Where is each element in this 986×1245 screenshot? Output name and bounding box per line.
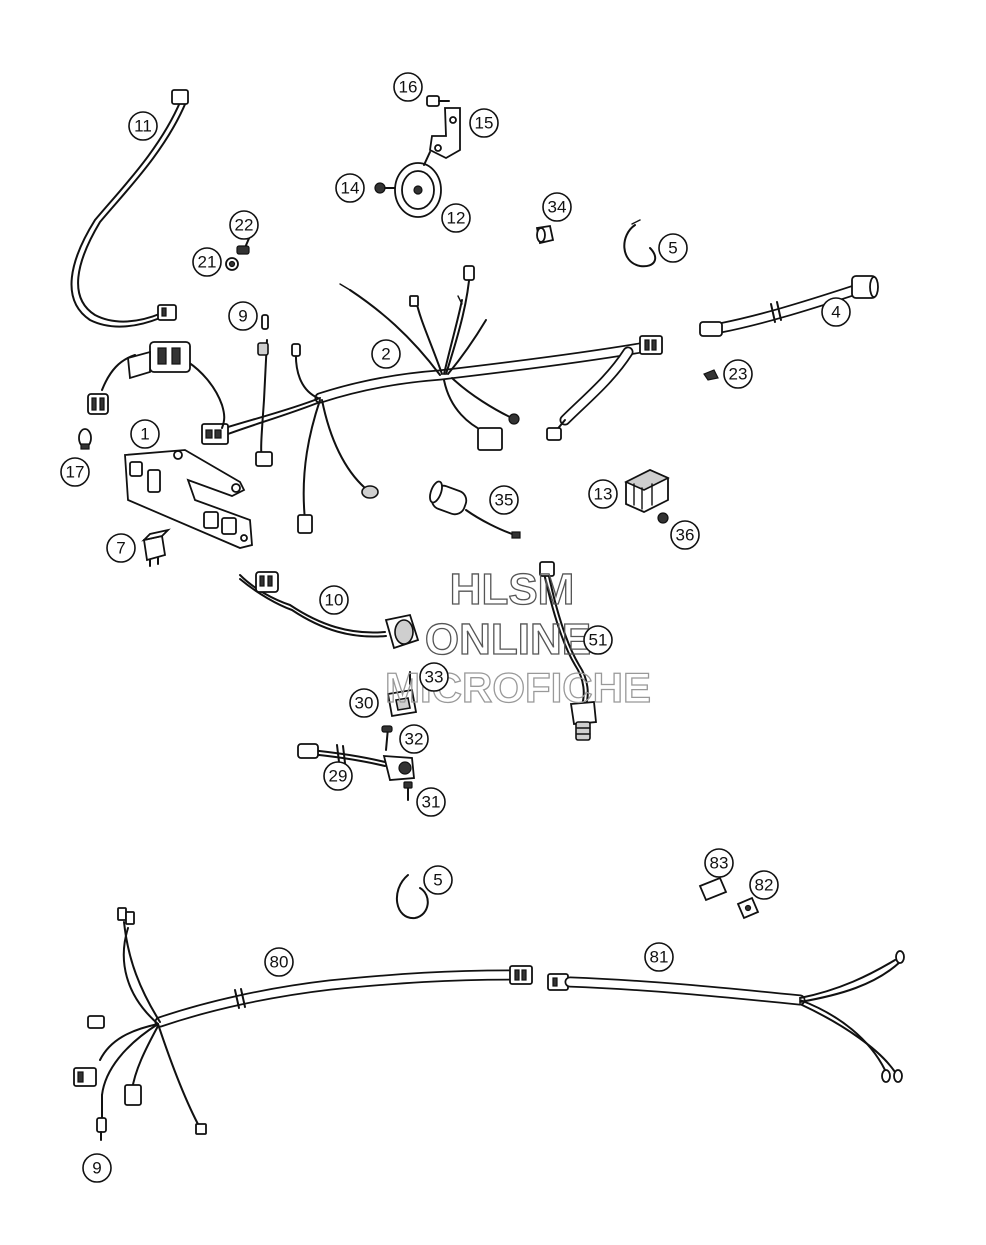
part-83-sleeve [698, 876, 728, 902]
svg-text:31: 31 [422, 793, 441, 812]
callout-82: 82 [749, 870, 779, 900]
callout-4: 4 [821, 297, 851, 327]
part-36-screw [657, 512, 669, 524]
part-2-main-harness [201, 265, 663, 534]
svg-text:35: 35 [495, 491, 514, 510]
part-5-tie-top [623, 219, 657, 268]
callout-7: 7 [106, 533, 136, 563]
svg-text:9: 9 [92, 1159, 101, 1178]
svg-text:83: 83 [710, 854, 729, 873]
callout-17: 17 [60, 457, 90, 487]
callout-21: 21 [192, 247, 222, 277]
callout-23: 23 [723, 359, 753, 389]
part-14-bolt [374, 182, 396, 194]
callout-51: 51 [583, 625, 613, 655]
svg-text:21: 21 [198, 253, 217, 272]
callout-30: 30 [349, 688, 379, 718]
callout-10: 10 [319, 585, 349, 615]
part-1-plate [124, 449, 253, 549]
svg-text:11: 11 [134, 117, 152, 136]
callout-13: 13 [588, 479, 618, 509]
part-5-tie-bottom [395, 874, 429, 920]
callout-31: 31 [416, 787, 446, 817]
callout-83: 83 [704, 848, 734, 878]
callout-36: 36 [670, 520, 700, 550]
svg-text:16: 16 [399, 78, 418, 97]
svg-text:36: 36 [676, 526, 695, 545]
callout-16: 16 [393, 72, 423, 102]
svg-text:29: 29 [329, 767, 348, 786]
callout-2: 2 [371, 339, 401, 369]
svg-text:13: 13 [594, 485, 613, 504]
part-15-bracket [429, 107, 461, 160]
callout-22: 22 [229, 210, 259, 240]
svg-text:10: 10 [325, 591, 344, 610]
part-35-condenser [429, 480, 521, 539]
part-82-terminal [736, 896, 760, 920]
svg-text:33: 33 [425, 668, 444, 687]
part-34-cap [535, 224, 555, 245]
part-80-harness [73, 907, 533, 1135]
callout-15: 15 [469, 108, 499, 138]
svg-text:32: 32 [405, 730, 424, 749]
svg-text:23: 23 [729, 365, 748, 384]
callout-12: 12 [441, 203, 471, 233]
part-23-clip [703, 369, 719, 381]
svg-text:4: 4 [831, 303, 840, 322]
svg-text:30: 30 [355, 694, 374, 713]
svg-text:80: 80 [270, 953, 289, 972]
callout-9-bottom: 9 [82, 1153, 112, 1183]
svg-text:15: 15 [475, 114, 494, 133]
switch-assembly-left [87, 341, 226, 429]
watermark-line2: ONLINE [425, 615, 591, 664]
part-51-sensor [539, 561, 597, 741]
callout-80: 80 [264, 947, 294, 977]
svg-text:5: 5 [668, 239, 677, 258]
svg-text:81: 81 [650, 948, 669, 967]
callout-14: 14 [335, 173, 365, 203]
callout-9-top: 9 [228, 301, 258, 331]
part-17-bulb [78, 428, 92, 450]
svg-text:22: 22 [235, 216, 254, 235]
callout-5-bottom: 5 [423, 865, 453, 895]
callout-35: 35 [489, 485, 519, 515]
part-9-pin-bottom [96, 1117, 107, 1141]
part-29-switch [297, 743, 415, 781]
callout-33: 33 [419, 662, 449, 692]
part-12-horn [394, 151, 442, 218]
svg-text:2: 2 [381, 345, 390, 364]
part-7-relay [141, 528, 171, 567]
svg-text:14: 14 [341, 179, 360, 198]
svg-text:9: 9 [238, 307, 247, 326]
part-11-cable [70, 89, 189, 328]
callout-1: 1 [130, 419, 160, 449]
part-30-clamp [386, 688, 418, 718]
watermark-line1: HLSM [450, 565, 575, 614]
svg-text:7: 7 [116, 539, 125, 558]
part-4-cable [699, 275, 879, 337]
callout-11: 11 [128, 111, 158, 141]
part-13-regulator [624, 469, 670, 513]
part-10-switch [239, 571, 420, 650]
part-16-bolt [426, 95, 450, 107]
svg-text:12: 12 [447, 209, 466, 228]
callout-81: 81 [644, 942, 674, 972]
callout-5-top: 5 [658, 233, 688, 263]
svg-text:51: 51 [589, 631, 608, 650]
part-9-pin-top [261, 314, 269, 330]
svg-text:82: 82 [755, 876, 774, 895]
callout-29: 29 [323, 761, 353, 791]
svg-text:1: 1 [140, 425, 149, 444]
svg-text:5: 5 [433, 871, 442, 890]
svg-text:34: 34 [548, 198, 567, 217]
svg-text:17: 17 [66, 463, 85, 482]
part-32-screw [381, 725, 393, 751]
part-81-harness [547, 950, 905, 1083]
part-31-screw [403, 781, 413, 801]
part-21-grommet [225, 257, 239, 271]
callout-32: 32 [399, 724, 429, 754]
callout-34: 34 [542, 192, 572, 222]
